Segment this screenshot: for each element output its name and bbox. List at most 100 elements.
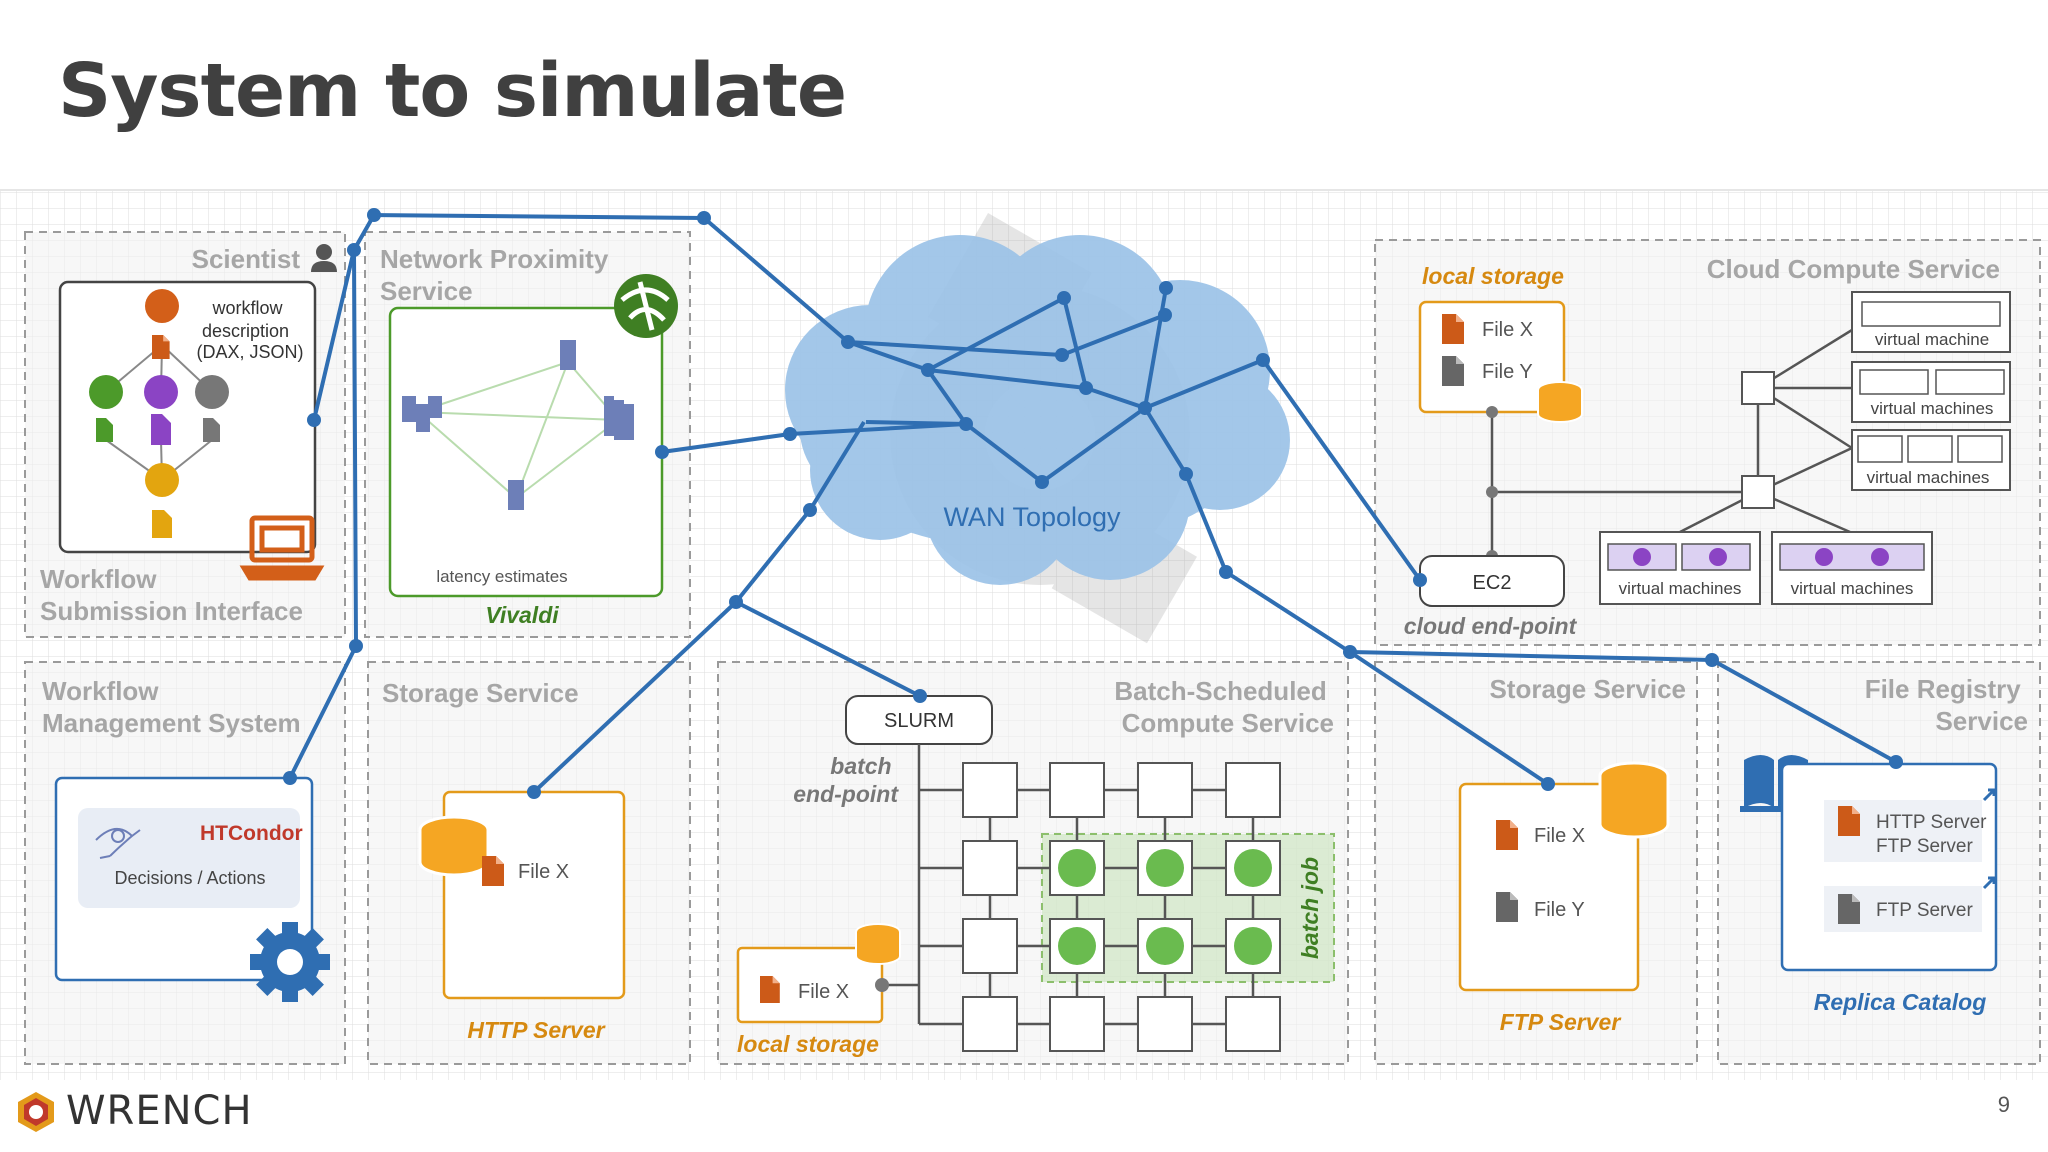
network-node [655,445,669,459]
compute-node [1137,762,1193,818]
workflow-desc-line2: description [202,321,289,341]
vivaldi-box [388,306,664,598]
compute-node-grid [962,762,1281,1052]
svg-text:Workflow Management System: Workflow Management System [42,676,301,738]
cloud-title: Cloud Compute Service [1707,254,2000,284]
gear-icon [250,922,330,1002]
wms-title-line1: Workflow [42,676,159,706]
batch-job-label: batch job [1297,857,1323,959]
svg-text:HTTP Server FTP Server: HTTP Server FTP Server [1876,812,1992,857]
network-node [347,243,361,257]
network-node [367,208,381,222]
workflow-task-green [89,375,123,409]
network-node [1889,755,1903,769]
svg-text:File Registry Service: File Registry Service [1865,674,2028,736]
htcondor-label: HTCondor [200,822,303,845]
workflow-task-purple [144,375,178,409]
http-file-x: File X [518,861,569,883]
network-node [1413,573,1427,587]
workflow-task-yellow [145,463,179,497]
htcondor-bird-icon [95,828,141,859]
http-storage-title: Storage Service [382,678,579,708]
network-node [841,335,855,349]
vm-label-1: virtual machine [1875,330,1989,349]
latency-estimates-label: latency estimates [436,567,567,586]
compute-node [962,996,1018,1052]
http-disk-icon [418,815,490,877]
running-task-indicator [1146,849,1184,887]
network-node [1219,565,1233,579]
link-icon [1982,788,1996,890]
compute-node [1225,996,1281,1052]
network-node [1705,653,1719,667]
network-node [697,211,711,225]
replica-entry1-line2: FTP Server [1876,836,1973,857]
svg-text:Batch-Scheduled Compute Se: Batch-Scheduled Compute Service [1114,676,1334,738]
vivaldi-logo-icon [614,274,678,338]
network-node [1057,291,1071,305]
replica-entry2-label: FTP Server [1876,900,1973,921]
cloud-endpoint-caption: cloud end-point [1404,613,1578,639]
compute-node [962,762,1018,818]
http-server-caption: HTTP Server [467,1017,605,1043]
ftp-file-y: File Y [1534,899,1585,921]
workflow-desc-line3: (DAX, JSON) [196,342,303,362]
replica-catalog-caption: Replica Catalog [1814,989,1987,1015]
batch-endpoint-line1: batch [830,753,891,779]
ec2-label: EC2 [1473,572,1512,594]
batch-local-storage-caption: local storage [737,1031,879,1057]
replica-catalog-box [1780,762,1998,972]
svg-text:workflow description (: workflow description (DAX, JSON) [196,298,303,362]
network-node [1055,348,1069,362]
network-node [527,785,541,799]
network-node [921,363,935,377]
compute-node [962,840,1018,896]
network-node [783,427,797,441]
person-icon [311,244,337,272]
slide-title: System to simulate [58,48,847,134]
server-icons [402,340,634,510]
network-node [729,595,743,609]
network-node [1158,308,1172,322]
network-node [1179,467,1193,481]
latency-lines [417,361,619,499]
compute-node [1137,996,1193,1052]
network-node [913,689,927,703]
wsi-title-line2: Submission Interface [40,596,303,626]
network-node [349,639,363,653]
running-task-indicator [1058,927,1096,965]
workflow-task-gray [195,375,229,409]
network-node [959,417,973,431]
network-node [1079,381,1093,395]
ftp-server-caption: FTP Server [1500,1009,1622,1035]
slurm-label: SLURM [884,710,954,732]
cloud-local-storage-label: local storage [1422,263,1564,289]
batch-title-line2: Compute Service [1122,708,1334,738]
svg-text:Workflow Submission Interf: Workflow Submission Interface [40,564,303,626]
network-node [283,771,297,785]
footer-brand: WRENCH [66,1088,253,1134]
cloud-switch-top [1741,371,1775,405]
vm-label-2: virtual machines [1871,399,1994,418]
page-number: 9 [1997,1092,2010,1117]
svg-text:Network Proximity Service: Network Proximity Service [380,244,616,306]
running-task-indicator [1234,849,1272,887]
wsi-title-line1: Workflow [40,564,157,594]
nps-title-line2: Service [380,276,473,306]
compute-node [1049,996,1105,1052]
network-node [1138,401,1152,415]
ftp-storage-title: Storage Service [1489,674,1686,704]
scientist-header: Scientist [192,244,301,274]
running-task-indicator [1146,927,1184,965]
running-task-indicator [1058,849,1096,887]
replica-entry1-line1: HTTP Server [1876,812,1987,833]
network-node [803,503,817,517]
wan-topology-label: WAN Topology [943,502,1121,532]
batch-endpoint-line2: end-point [793,781,899,807]
batch-file-x: File X [798,981,849,1003]
network-node [1541,777,1555,791]
network-nodes [283,208,1903,799]
registry-title-line2: Service [1935,706,2028,736]
compute-node [962,918,1018,974]
decisions-actions-label: Decisions / Actions [114,868,265,888]
